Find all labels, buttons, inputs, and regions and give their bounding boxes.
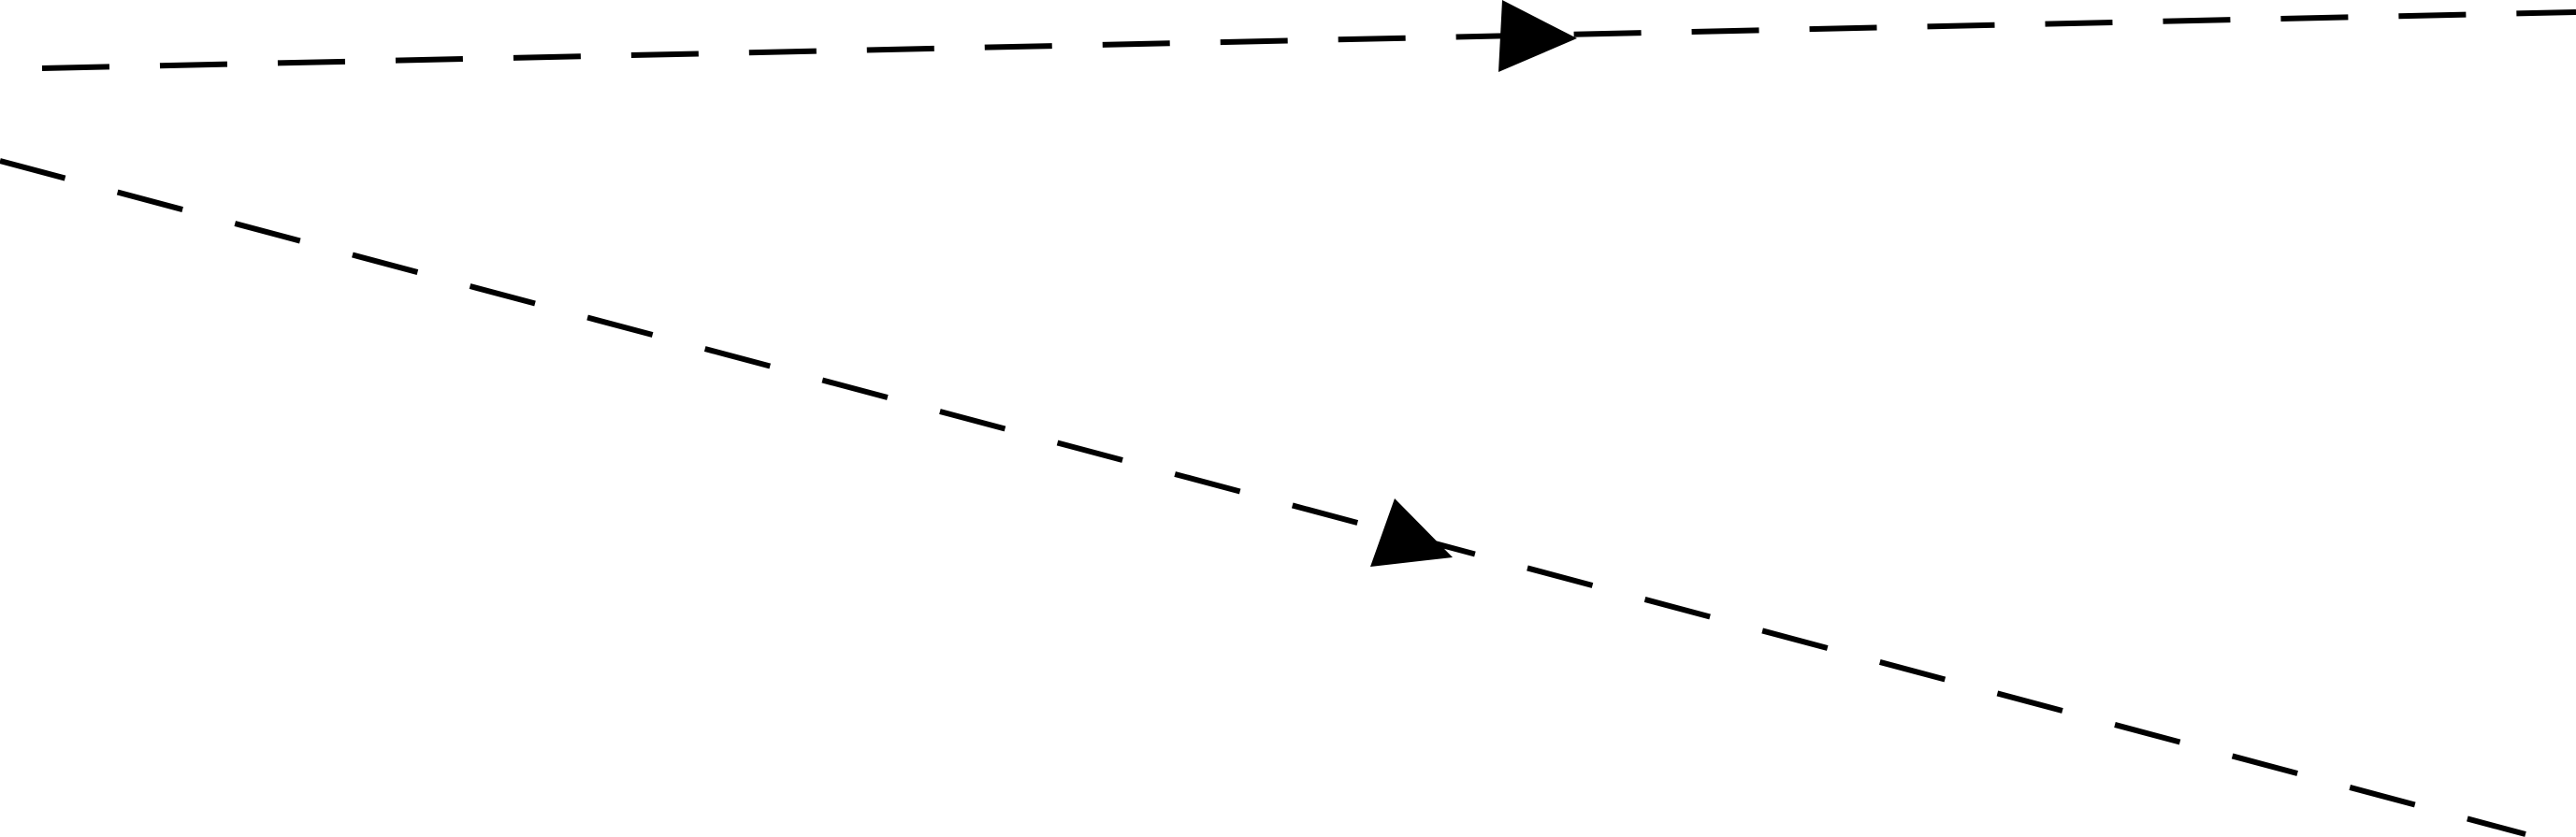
arrow-bottom-head-icon [1370, 498, 1453, 567]
arrow-top-head-icon [1498, 0, 1577, 72]
arrow-top-line [41, 9, 2576, 71]
arrow-bottom-line [0, 158, 2526, 837]
